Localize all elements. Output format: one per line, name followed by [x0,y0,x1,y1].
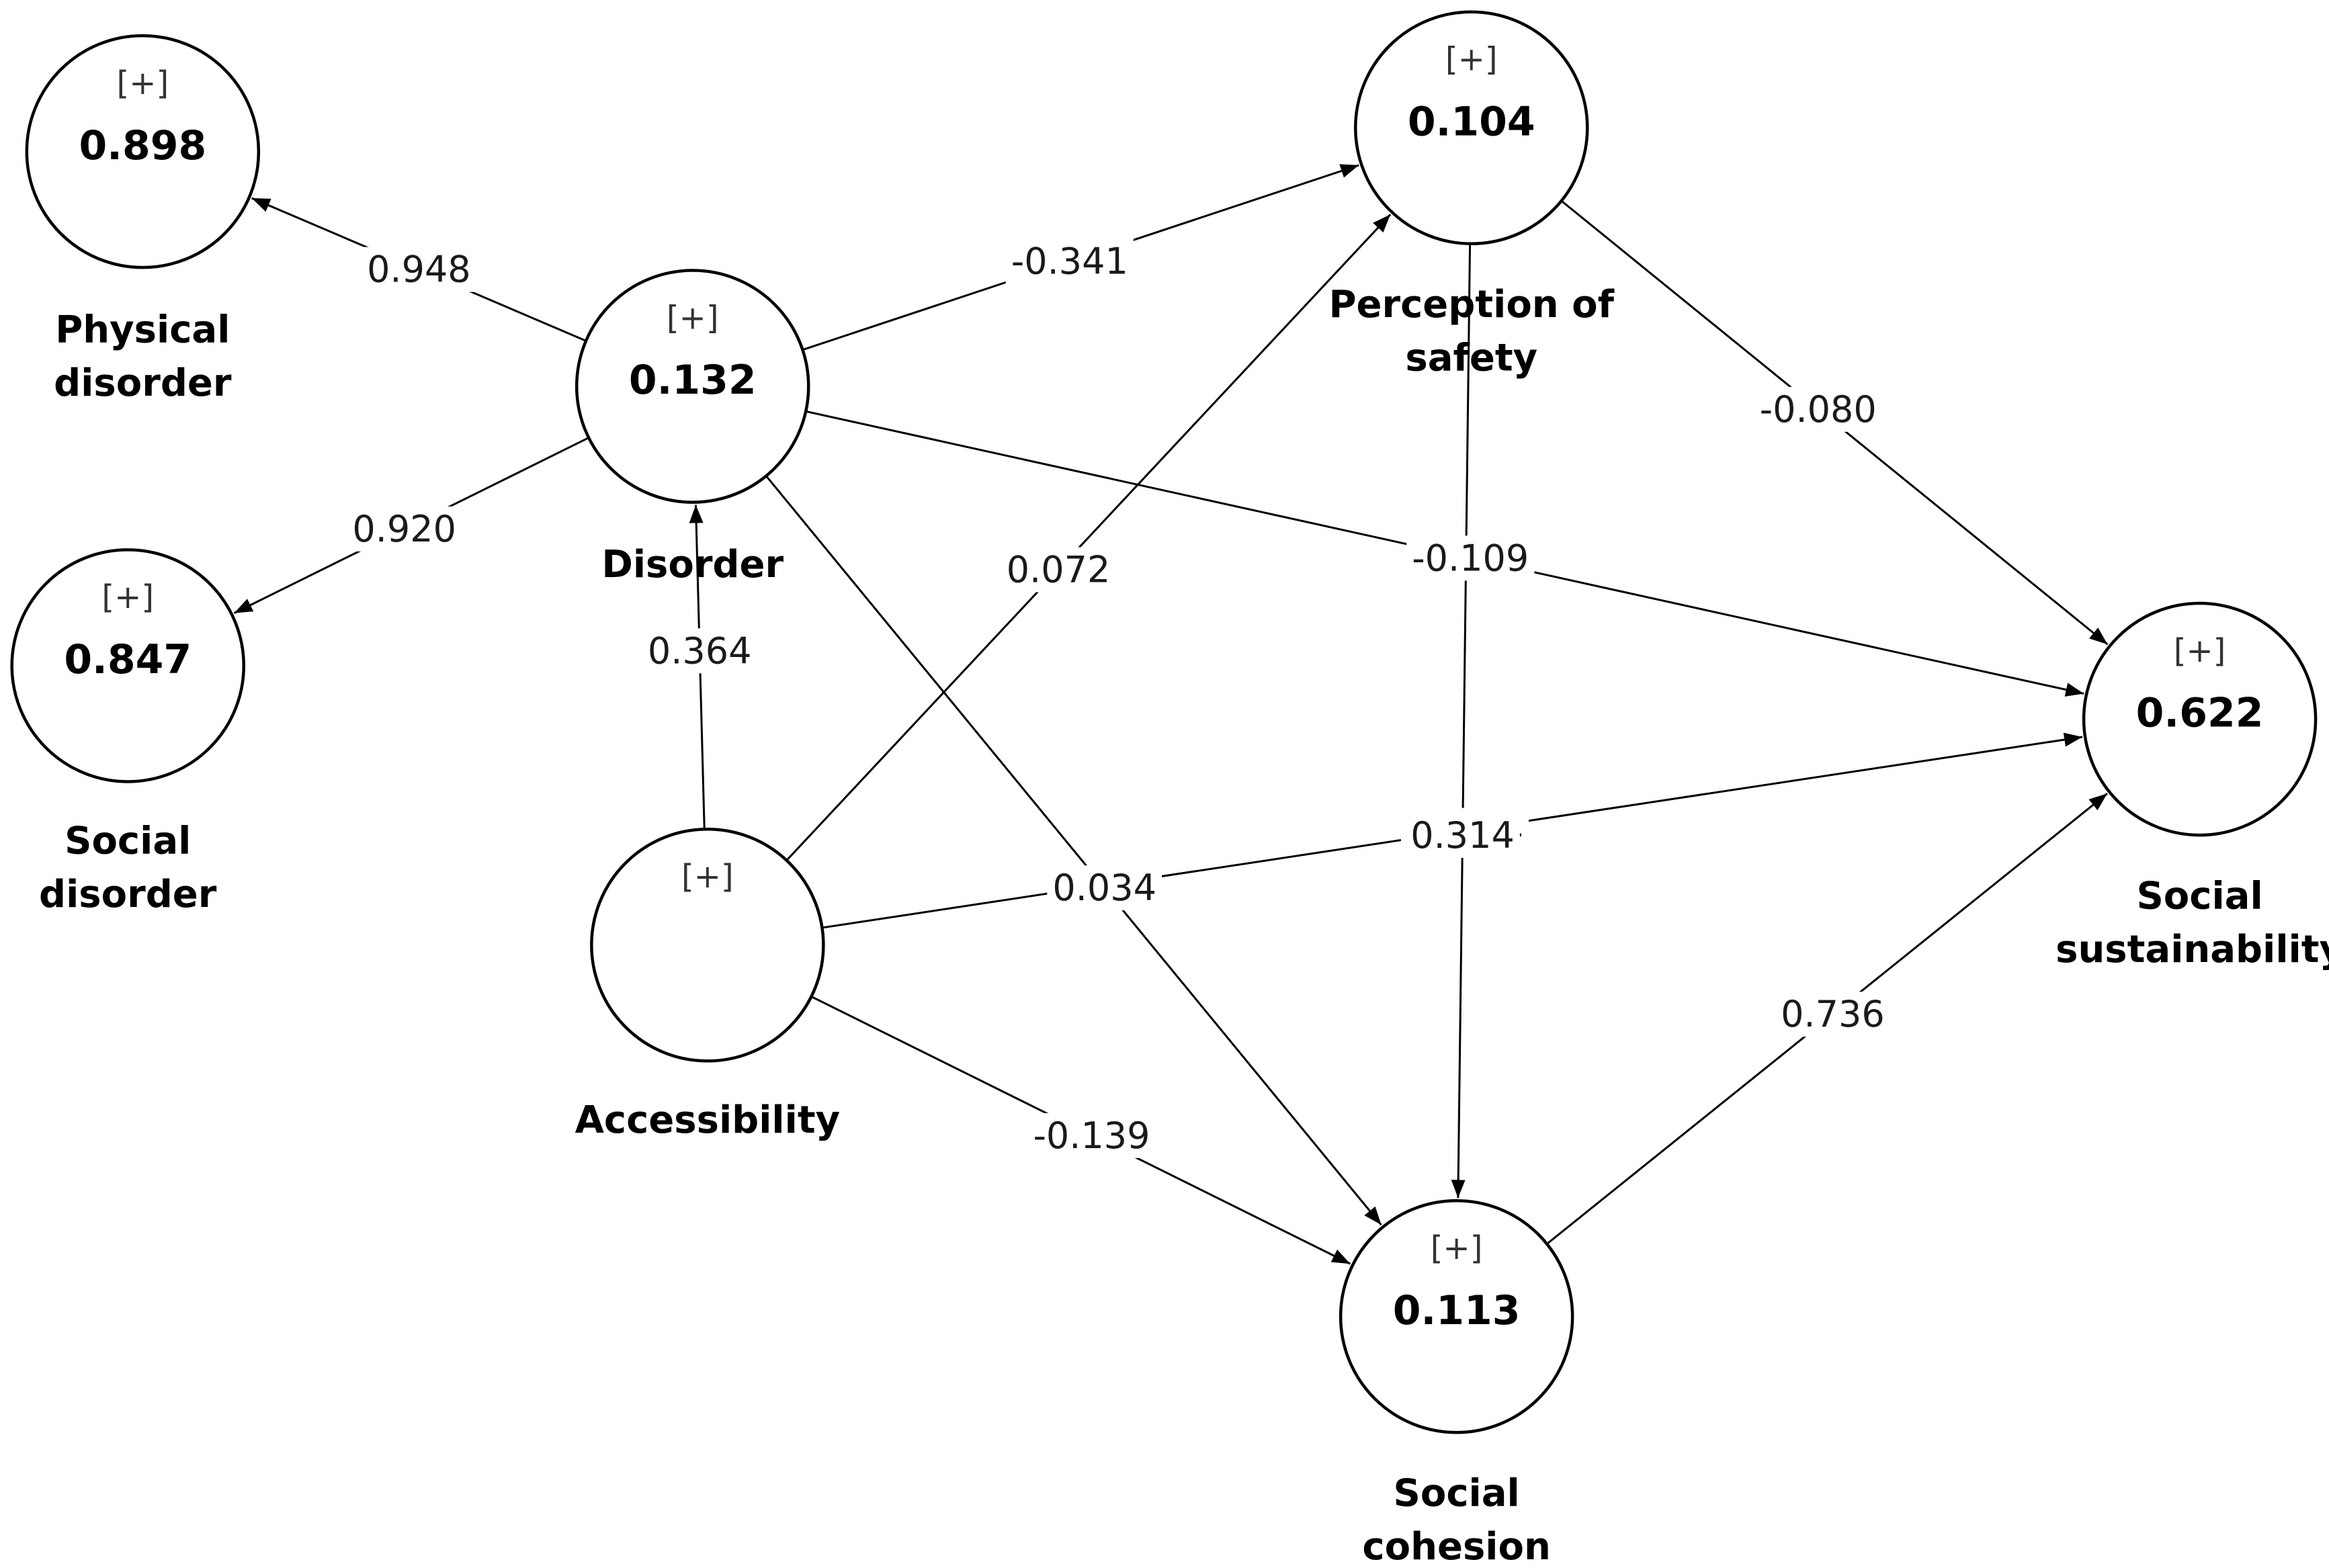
latent-variable-circle[interactable] [575,269,810,504]
edge-label-accessibility-to-disorder: 0.364 [642,628,757,674]
edge-label-background [1754,386,1882,432]
latent-variable-circle[interactable] [590,827,825,1063]
edge-label-background [1005,238,1134,284]
edge-label-background [1001,547,1116,593]
edge-label-background [642,628,757,674]
node-name-label: Physical [55,308,230,352]
edge-label-disorder-to-perception-of-safety: -0.341 [1005,238,1134,284]
expand-indicator[interactable]: [+] [681,858,734,896]
node-name-label: disorder [54,361,232,405]
node-name-label: Disorder [601,543,784,586]
r-squared-value: 0.104 [1408,98,1535,145]
edge-label-background [1775,992,1890,1037]
latent-variable-circle[interactable] [1339,1199,1574,1434]
edge-coefficient-label: 0.948 [367,249,471,291]
edge-coefficient-label: -0.109 [1412,537,1529,579]
expand-indicator[interactable]: [+] [117,64,169,102]
latent-variable-circle[interactable] [1353,10,1589,245]
edge-accessibility-to-perception-of-safety [786,214,1392,861]
latent-variable-circle[interactable] [10,548,245,783]
expand-indicator[interactable]: [+] [1445,40,1498,78]
edge-label-accessibility-to-perception-of-safety: 0.072 [1001,547,1116,593]
edge-label-background [362,247,476,292]
edge-label-disorder-to-social-cohesion: 0.034 [1047,865,1162,911]
edge-labels-layer: 0.948 0.920 -0.341 -0.109 0.034 0.364 0.072 -0.… [347,238,1890,1158]
edge-coefficient-label: 0.034 [1052,867,1156,909]
edge-label-background [347,506,462,552]
edges-layer [233,164,2109,1265]
r-squared-value: 0.132 [629,357,757,404]
node-name-label: Social [2136,874,2262,918]
node-name-label: disorder [39,873,217,916]
edge-coefficient-label: 0.920 [352,508,456,550]
edge-label-disorder-to-social-disorder: 0.920 [347,506,462,552]
edge-label-social-cohesion-to-social-sustainability: 0.736 [1775,992,1890,1037]
edge-label-perception-of-safety-to-social-cohesion: 0.314 [1405,812,1520,858]
node-name-label: Perception of [1328,283,1614,326]
edge-label-perception-of-safety-to-social-sustainability: -0.080 [1754,386,1882,432]
edge-coefficient-label: -0.341 [1011,240,1128,282]
edge-coefficient-label: 0.736 [1781,993,1885,1035]
edge-coefficient-label: -0.080 [1760,388,1877,431]
edge-coefficient-label: 0.314 [1410,814,1515,857]
node-accessibility[interactable]: [+] Accessibility [575,827,841,1142]
latent-variable-circle[interactable] [25,34,261,269]
edge-label-background [1027,1113,1156,1158]
edge-coefficient-label: 0.364 [648,629,752,672]
edge-label-accessibility-to-social-cohesion: -0.139 [1027,1113,1156,1158]
edge-perception-of-safety-to-social-cohesion [1451,243,1472,1199]
r-squared-value: 0.113 [1393,1287,1521,1334]
node-name-label: safety [1405,337,1537,380]
expand-indicator[interactable]: [+] [101,578,154,616]
node-name-label: Social [65,819,191,863]
latent-variable-circle[interactable] [2082,601,2318,837]
edge-coefficient-label: -0.139 [1033,1115,1150,1157]
edge-label-disorder-to-physical-disorder: 0.948 [362,247,476,292]
edge-label-background [1406,535,1535,581]
node-name-label: Social [1394,1471,1520,1515]
node-name-label: Accessibility [575,1098,841,1142]
node-name-label: cohesion [1362,1525,1550,1568]
expand-indicator[interactable]: [+] [2174,632,2226,670]
edge-coefficient-label: 0.072 [1007,549,1111,591]
edge-disorder-to-social-cohesion [765,475,1382,1226]
edge-label-disorder-to-social-sustainability: -0.109 [1406,535,1535,581]
expand-indicator[interactable]: [+] [1431,1229,1483,1267]
edge-label-background [1047,865,1162,911]
node-name-label: sustainability [2056,928,2329,971]
r-squared-value: 0.622 [2136,690,2264,737]
edge-label-background [1405,812,1520,858]
expand-indicator[interactable]: [+] [667,299,719,337]
r-squared-value: 0.847 [64,636,192,683]
r-squared-value: 0.898 [79,122,206,169]
